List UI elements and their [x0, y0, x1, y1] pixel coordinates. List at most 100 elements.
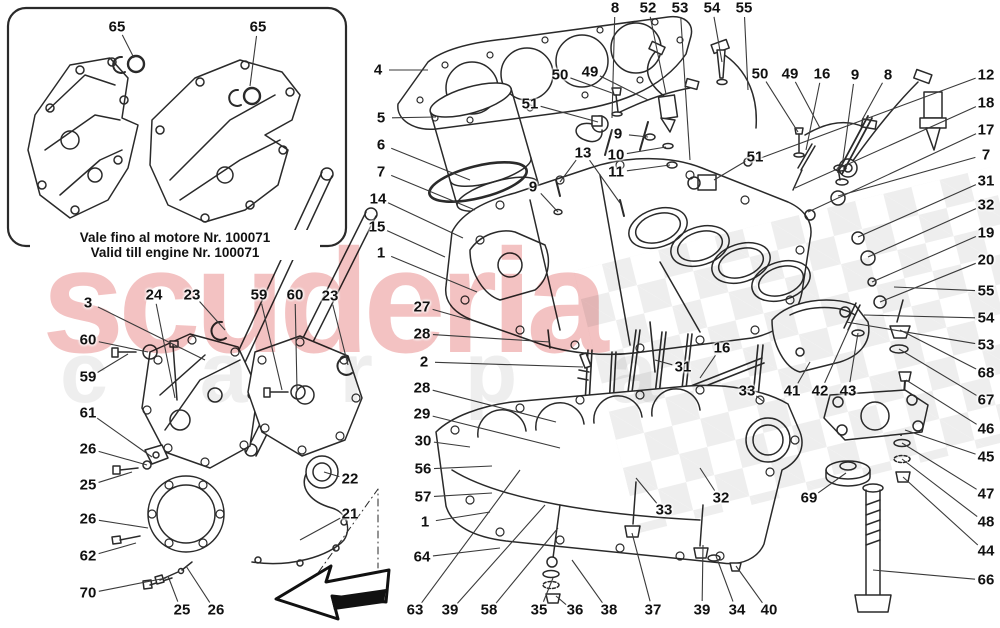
callout-12: 12 — [977, 66, 995, 84]
callout-28: 28 — [413, 379, 431, 397]
leader-line-62 — [98, 542, 137, 555]
leader-line-67 — [898, 348, 977, 396]
callout-33: 33 — [655, 501, 673, 519]
inset-caption-italian: Vale fino al motore Nr. 100071 — [79, 230, 271, 245]
leader-line-23 — [332, 304, 349, 366]
leader-line-33 — [755, 395, 765, 403]
callout-15: 15 — [368, 218, 386, 236]
leader-line-18 — [794, 106, 977, 189]
leader-line-61 — [96, 417, 153, 458]
leader-line-55 — [893, 286, 976, 292]
leader-line-28 — [432, 389, 557, 423]
leader-line-8 — [861, 82, 883, 121]
callout-8: 8 — [610, 0, 620, 17]
callout-32: 32 — [712, 489, 730, 507]
callout-20: 20 — [977, 251, 995, 269]
leader-line-70 — [98, 577, 167, 592]
leader-line-9 — [628, 134, 649, 138]
leader-line-32 — [699, 467, 716, 491]
leader-line-8 — [611, 16, 616, 119]
leader-line-37 — [631, 532, 651, 602]
leader-line-53 — [845, 321, 976, 345]
callout-59: 59 — [79, 368, 97, 386]
leader-line-52 — [649, 16, 667, 95]
leader-line-23 — [199, 301, 226, 331]
leader-line-60 — [294, 303, 298, 391]
callout-19: 19 — [977, 224, 995, 242]
leader-line-50 — [570, 77, 613, 94]
callout-34: 34 — [728, 601, 746, 619]
inset-caption-english: Valid till engine Nr. 100071 — [90, 245, 260, 261]
leader-line-69 — [817, 472, 847, 494]
direction-arrow — [274, 564, 391, 621]
leader-line-6 — [391, 147, 471, 181]
leader-line-3 — [97, 306, 206, 361]
leader-line-17 — [807, 133, 977, 213]
leader-line-39 — [456, 504, 546, 604]
callout-33: 33 — [738, 382, 756, 400]
callout-25: 25 — [79, 476, 97, 494]
callout-35: 35 — [530, 601, 548, 619]
callout-64: 64 — [413, 548, 431, 566]
callout-21: 21 — [341, 505, 359, 523]
leader-line-2 — [434, 361, 584, 368]
leader-line-19 — [871, 236, 977, 283]
leader-line-54 — [713, 16, 723, 63]
leader-line-26 — [98, 450, 148, 466]
callout-44: 44 — [977, 542, 995, 560]
leader-line-33 — [635, 477, 658, 504]
leader-line-47 — [901, 442, 977, 490]
leader-line-32 — [867, 208, 977, 258]
callout-58: 58 — [480, 601, 498, 619]
leader-line-36 — [555, 595, 567, 606]
leader-line-66 — [872, 569, 976, 580]
callout-26: 26 — [207, 601, 225, 619]
callout-53: 53 — [977, 336, 995, 354]
callout-30: 30 — [414, 432, 432, 450]
callout-57: 57 — [414, 488, 432, 506]
leader-line-11 — [626, 164, 671, 172]
callout-8: 8 — [883, 66, 893, 84]
callout-51: 51 — [521, 95, 539, 113]
callout-5: 5 — [376, 109, 386, 127]
leader-line-53 — [680, 16, 691, 161]
leader-line-7 — [837, 156, 976, 197]
leader-line-12 — [749, 77, 976, 163]
callout-2: 2 — [419, 353, 429, 371]
leader-line-24 — [155, 303, 176, 399]
callout-23: 23 — [321, 287, 339, 305]
callout-9: 9 — [850, 66, 860, 84]
callout-28: 28 — [413, 325, 431, 343]
leader-line-65 — [121, 34, 135, 59]
leader-line-1 — [390, 255, 478, 293]
callout-59: 59 — [250, 286, 268, 304]
callout-54: 54 — [703, 0, 721, 17]
leader-line-14 — [387, 202, 464, 239]
cylinder-liner — [428, 82, 539, 213]
callout-42: 42 — [811, 382, 829, 400]
callout-25: 25 — [173, 601, 191, 619]
leader-line-59 — [97, 353, 129, 373]
leader-line-28 — [432, 334, 551, 343]
callout-7: 7 — [981, 146, 991, 164]
callout-39: 39 — [693, 601, 711, 619]
callout-51: 51 — [746, 148, 764, 166]
leader-line-65 — [249, 35, 258, 87]
leader-line-41 — [797, 361, 811, 384]
leader-line-39 — [701, 544, 704, 602]
callout-36: 36 — [566, 601, 584, 619]
leader-line-22 — [323, 471, 340, 478]
callout-38: 38 — [600, 601, 618, 619]
leader-line-50 — [765, 81, 799, 133]
callout-65: 65 — [108, 18, 126, 36]
leader-line-25 — [98, 471, 133, 483]
leader-line-44 — [902, 476, 979, 546]
callout-9: 9 — [528, 178, 538, 196]
leader-line-49 — [599, 75, 649, 101]
leader-line-42 — [824, 321, 853, 384]
callout-11: 11 — [608, 163, 624, 181]
callout-3: 3 — [83, 294, 93, 312]
callout-22: 22 — [341, 470, 359, 488]
callout-69: 69 — [800, 489, 818, 507]
leader-line-16 — [805, 82, 821, 151]
